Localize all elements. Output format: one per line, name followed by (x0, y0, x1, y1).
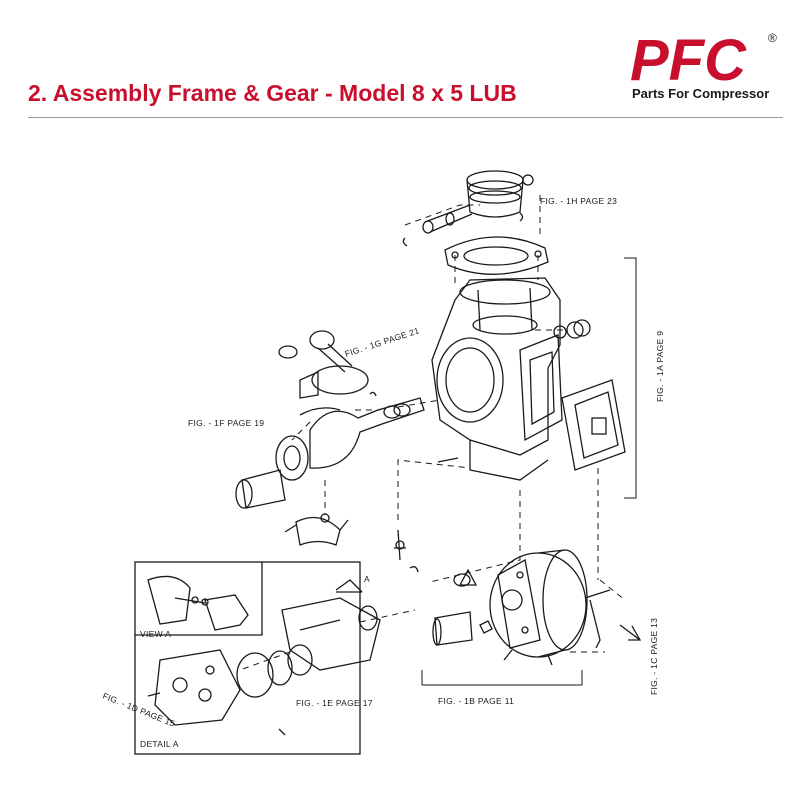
label-fig-1f: FIG. - 1F PAGE 19 (188, 418, 264, 428)
side-cover-plate (561, 379, 626, 471)
group-brackets (421, 257, 637, 686)
label-view-a: VIEW A (140, 629, 171, 639)
detail-a-box (134, 561, 381, 755)
leader-lines (239, 195, 626, 671)
gear-assembly (432, 549, 642, 666)
label-fig-1c: FIG. - 1C PAGE 13 (649, 618, 659, 695)
label-fig-1a: FIG. - 1A PAGE 9 (655, 331, 665, 402)
pfc-logo-mark: PFC ® (630, 28, 777, 93)
label-fig-1e: FIG. - 1E PAGE 17 (296, 698, 373, 708)
cylinder-gasket (444, 236, 549, 275)
logo-letters: PFC (630, 28, 747, 88)
label-fig-1b: FIG. - 1B PAGE 11 (438, 696, 514, 706)
label-fig-1h: FIG. - 1H PAGE 23 (540, 196, 617, 206)
pfc-logo: PFC ® Parts For Compressor (628, 28, 788, 108)
small-bolts (369, 391, 459, 573)
piston-assembly (402, 170, 534, 247)
label-fig-1d: FIG. - 1D PAGE 15 (101, 691, 176, 729)
label-arrow-a: A (364, 574, 370, 584)
label-fig-1g: FIG. - 1G PAGE 21 (344, 325, 421, 359)
frame-crankcase (431, 277, 591, 481)
title-divider (28, 117, 783, 118)
registered-mark: ® (768, 31, 777, 45)
page-title: 2. Assembly Frame & Gear - Model 8 x 5 L… (28, 80, 517, 106)
crankshaft (235, 397, 425, 546)
connecting-rod (278, 330, 369, 399)
label-detail-a: DETAIL A (140, 739, 179, 749)
logo-tagline: Parts For Compressor (632, 86, 770, 101)
